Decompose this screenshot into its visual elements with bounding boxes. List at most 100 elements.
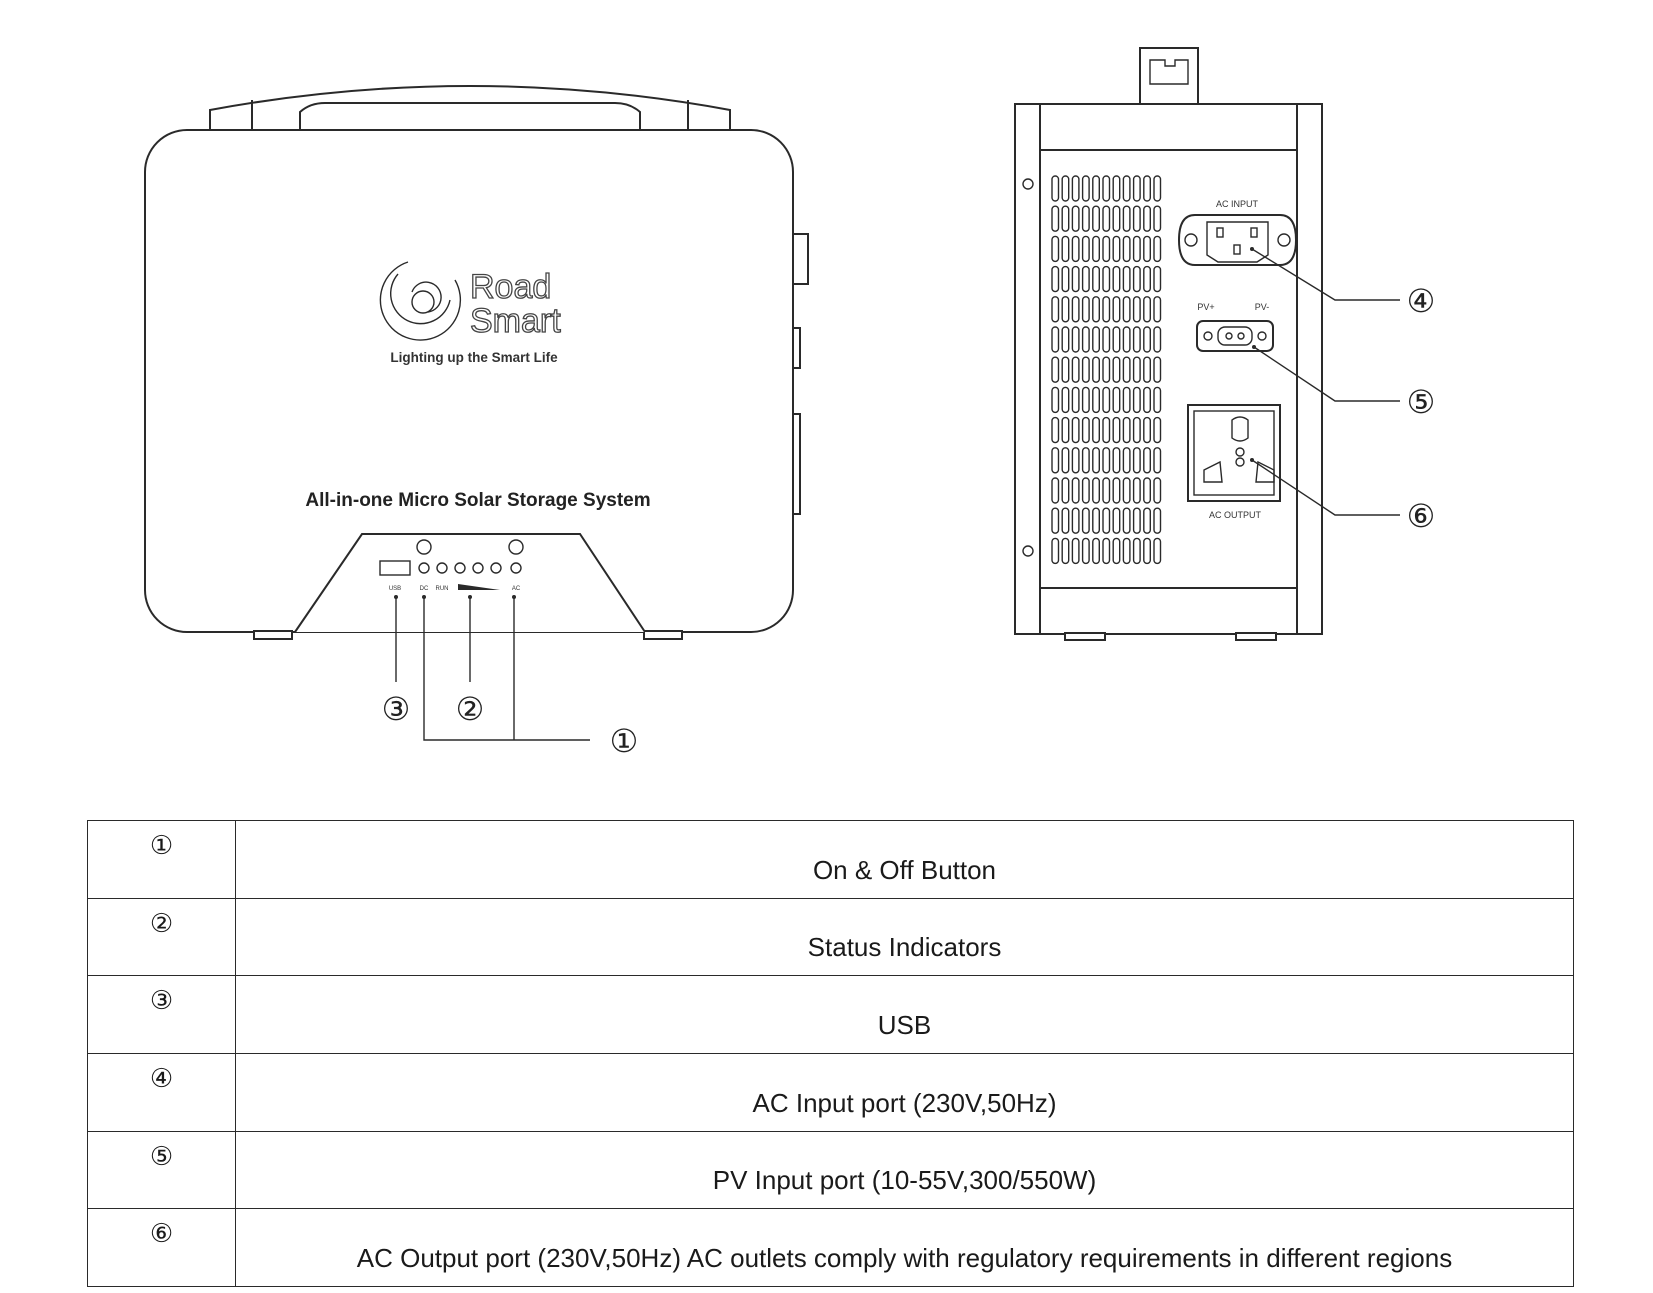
vent-slot	[1112, 265, 1121, 293]
vent-slot	[1112, 205, 1121, 232]
vent-slot	[1051, 265, 1060, 293]
vent-slot	[1102, 447, 1111, 474]
vent-slot	[1081, 326, 1090, 353]
vent-slot	[1153, 326, 1162, 353]
vent-slot	[1081, 477, 1090, 504]
vent-slot	[1092, 447, 1101, 474]
table-row: ③ USB	[87, 975, 1574, 1054]
label-run: RUN	[436, 586, 449, 592]
vent-slot	[1081, 447, 1090, 474]
vent-slot	[1092, 265, 1101, 293]
status-indicator-leds	[418, 562, 522, 574]
vent-slot	[1132, 356, 1141, 383]
pv-minus-label: PV-	[1255, 302, 1270, 312]
side-body	[1014, 103, 1323, 635]
vent-slot	[1081, 205, 1090, 232]
legend-table: ① On & Off Button ② Status Indicators ③ …	[87, 820, 1574, 1287]
vent-slot	[1061, 507, 1070, 534]
vent-slot	[1071, 537, 1080, 565]
vent-slot	[1122, 175, 1131, 202]
vent-slot	[1102, 205, 1111, 232]
vent-slot	[1071, 205, 1080, 232]
vent-slot	[1071, 416, 1080, 444]
vent-slot	[1143, 356, 1152, 383]
side-view: AC INPUT PV+ PV-	[1014, 47, 1436, 641]
vent-slot	[1143, 416, 1152, 444]
dc-power-button[interactable]	[416, 539, 432, 555]
vent-slot	[1081, 235, 1090, 263]
side-connector-top	[791, 233, 809, 285]
vent-slot	[1051, 416, 1060, 444]
vent-slot	[1122, 447, 1131, 474]
vent-slot	[1112, 235, 1121, 263]
vent-slot	[1102, 296, 1111, 323]
brand-line-2: Smart	[470, 302, 561, 340]
vent-slot	[1143, 447, 1152, 474]
vent-slot	[1112, 507, 1121, 534]
vent-slot	[1153, 537, 1162, 565]
vent-slot	[1051, 537, 1060, 565]
vent-slot	[1112, 175, 1121, 202]
vent-slot	[1102, 416, 1111, 444]
vent-slot	[1112, 537, 1121, 565]
vent-slot	[1071, 296, 1080, 323]
vent-slot	[1071, 386, 1080, 414]
vent-slot	[1102, 477, 1111, 504]
foot-right	[643, 630, 683, 640]
ac-input-socket[interactable]	[1177, 214, 1298, 266]
vent-slot	[1081, 416, 1090, 444]
ac-output-socket[interactable]	[1187, 404, 1281, 502]
ac-power-button[interactable]	[508, 539, 524, 555]
vent-slot	[1132, 416, 1141, 444]
vent-slot	[1132, 205, 1141, 232]
vent-slot	[1112, 326, 1121, 353]
vent-slot	[1061, 447, 1070, 474]
label-dc: DC	[420, 586, 429, 592]
vent-slot	[1092, 296, 1101, 323]
foot-left	[253, 630, 293, 640]
side-leader-lines	[1250, 247, 1400, 516]
vent-slot	[1092, 356, 1101, 383]
vent-slot	[1122, 537, 1131, 565]
vent-slot	[1153, 386, 1162, 414]
vent-slot	[1051, 477, 1060, 504]
label-usb: USB	[389, 586, 401, 592]
tagline: Lighting up the Smart Life	[390, 350, 558, 365]
vent-slot	[1081, 265, 1090, 293]
callout-4: ④	[1407, 283, 1436, 319]
vent-slot	[1061, 326, 1070, 353]
vent-slot	[1092, 507, 1101, 534]
vent-slot	[1081, 175, 1090, 202]
vent-slot	[1092, 175, 1101, 202]
vent-slot	[1061, 416, 1070, 444]
vent-slot	[1071, 175, 1080, 202]
screw-top	[1022, 178, 1034, 190]
front-view: Road Smart Lighting up the Smart Life Al…	[144, 85, 809, 759]
vent-slot	[1102, 265, 1111, 293]
table-row: ① On & Off Button	[87, 820, 1574, 899]
vent-slot	[1132, 265, 1141, 293]
vent-slot	[1132, 386, 1141, 414]
vent-slot	[1051, 296, 1060, 323]
vent-slot	[1132, 235, 1141, 263]
vent-slot	[1153, 356, 1162, 383]
vent-slot	[1143, 265, 1152, 293]
row-description: AC Input port (230V,50Hz)	[235, 1052, 1574, 1132]
vent-slot	[1051, 356, 1060, 383]
vent-slot	[1143, 235, 1152, 263]
vent-slot	[1132, 477, 1141, 504]
vent-slot	[1102, 326, 1111, 353]
vent-slot	[1061, 537, 1070, 565]
vent-slot	[1153, 507, 1162, 534]
vent-slot	[1153, 175, 1162, 202]
vent-slot	[1122, 265, 1131, 293]
label-ac: AC	[512, 586, 521, 592]
pv-input-socket[interactable]	[1196, 320, 1274, 352]
callout-2: ②	[456, 691, 485, 727]
vent-slot	[1153, 477, 1162, 504]
pv-plus-label: PV+	[1197, 302, 1214, 312]
vent-slot	[1071, 265, 1080, 293]
usb-port[interactable]	[379, 560, 411, 576]
vent-slot	[1102, 537, 1111, 565]
vent-slot	[1143, 537, 1152, 565]
